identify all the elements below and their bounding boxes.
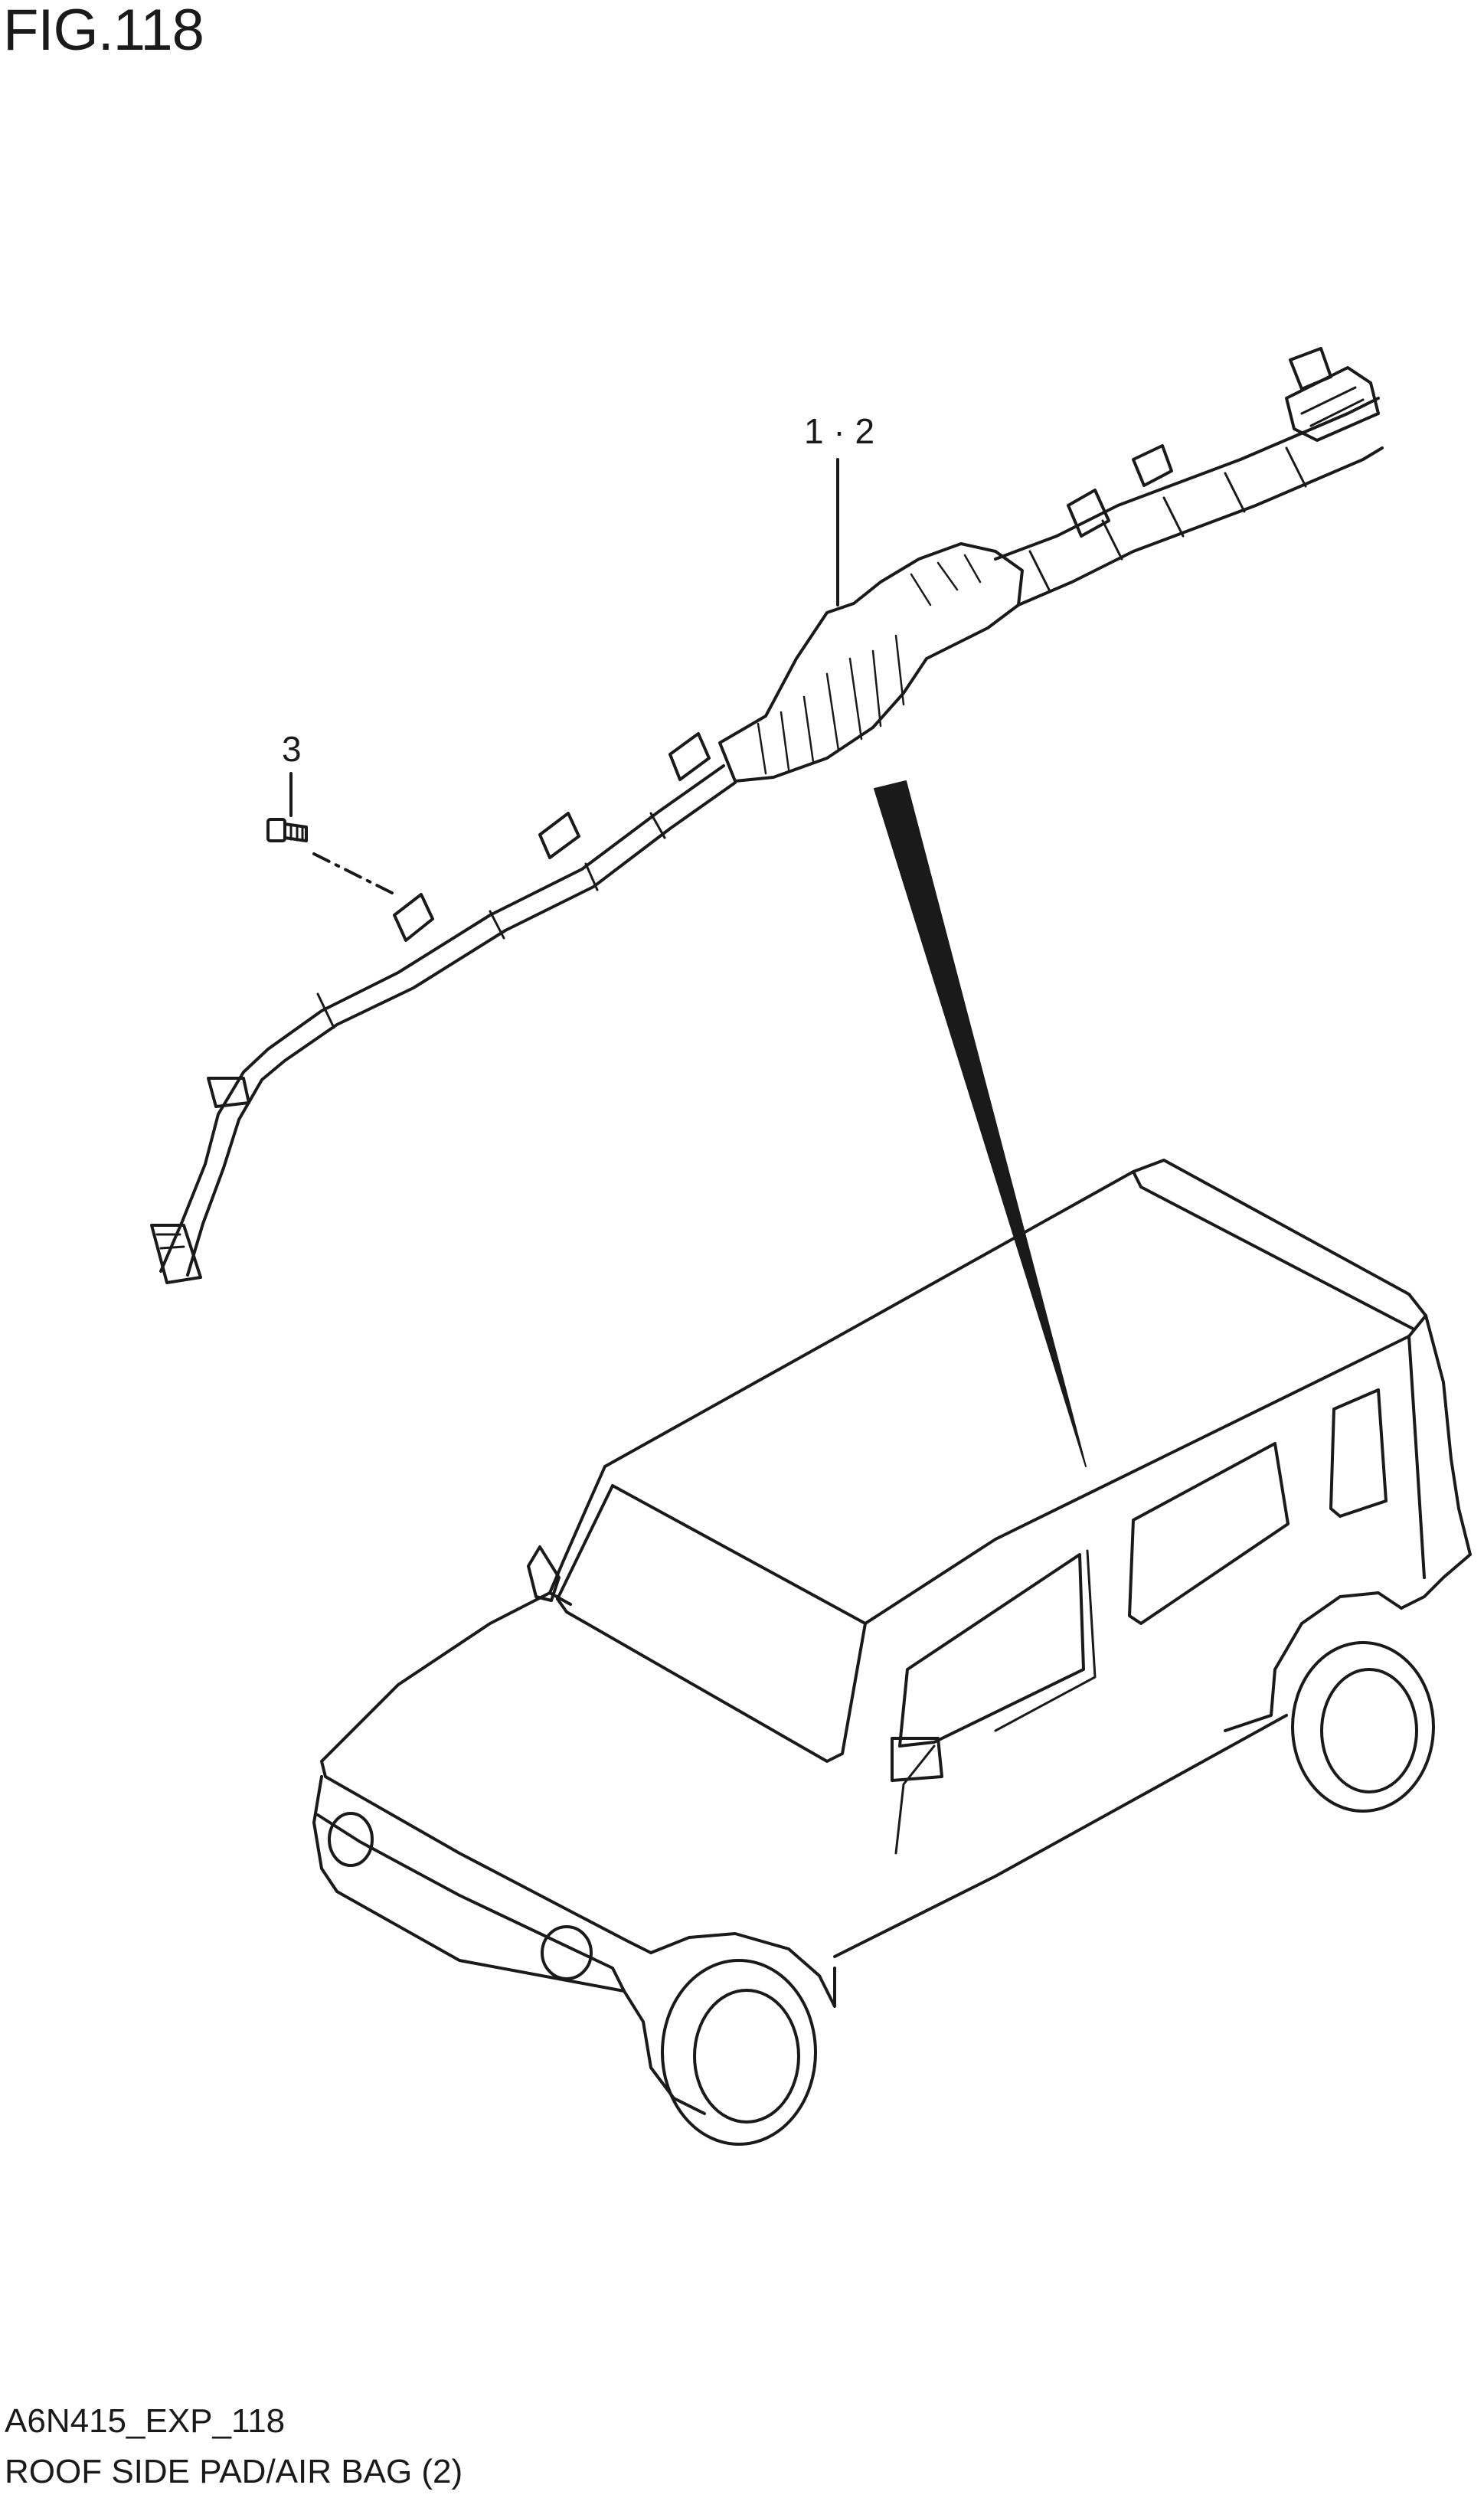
callout-bolt-label: 3 (282, 729, 302, 769)
bolt-center-line (312, 852, 400, 898)
mounting-tab (668, 732, 711, 781)
diagram-code: A6N415_EXP_118 (5, 2402, 286, 2440)
diagram-caption: ROOF SIDE PAD/AIR BAG (2) (5, 2453, 463, 2490)
leader-lines (289, 458, 839, 898)
bolt-icon (266, 818, 308, 842)
location-pointer (874, 780, 1087, 1467)
mounting-tab (1289, 347, 1332, 391)
mounting-tab (538, 812, 580, 859)
connector-icon (150, 1224, 202, 1284)
figure-title: FIG.118 (3, 0, 204, 63)
end-connector-icon (1285, 366, 1380, 442)
callout-airbag-label: 1 · 2 (804, 411, 875, 451)
clip-icon (207, 1077, 250, 1108)
mounting-tab (1132, 444, 1173, 487)
mounting-tab (1067, 489, 1110, 538)
mounting-tab (393, 893, 434, 942)
vehicle-outline (312, 1159, 1472, 2146)
curtain-airbag-assembly (150, 347, 1384, 1284)
